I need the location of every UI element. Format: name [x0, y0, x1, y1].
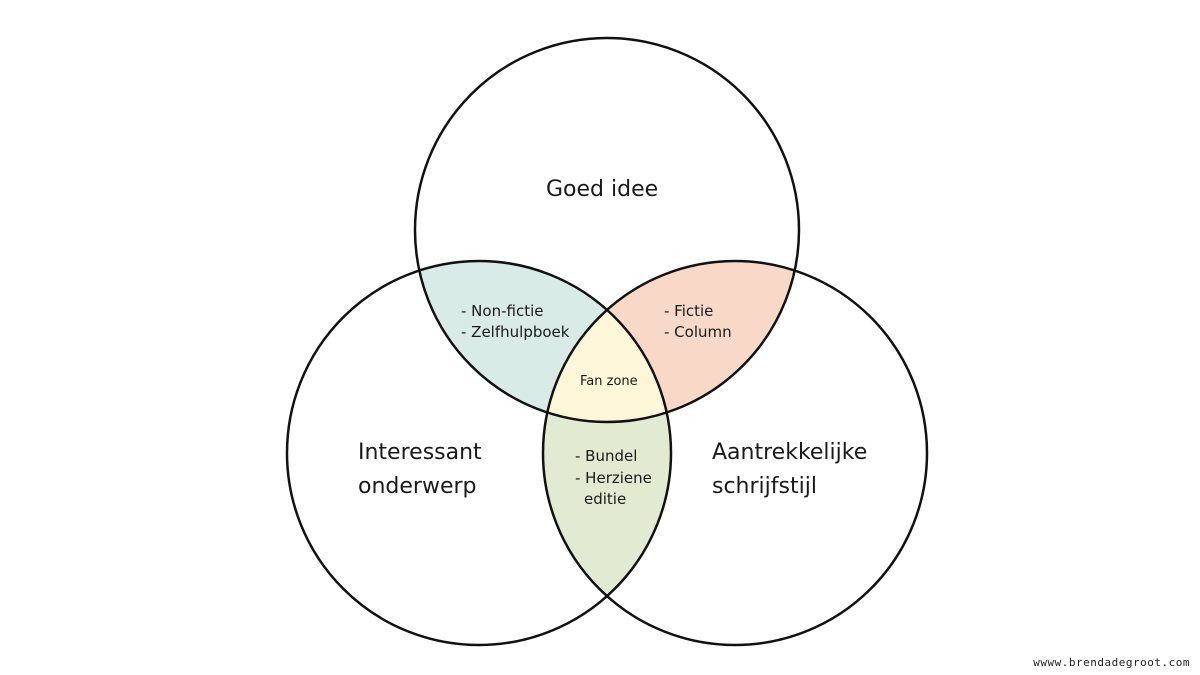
- overlap-top-left-line1: - Non-fictie: [461, 302, 543, 320]
- circle-right-label-line2: schrijfstijl: [712, 474, 817, 499]
- overlap-top-right-line1: - Fictie: [664, 302, 713, 320]
- circle-left: [285, 259, 673, 647]
- overlap-top-left-line2: - Zelfhulpboek: [461, 323, 570, 341]
- circle-top-label: Goed idee: [546, 177, 658, 202]
- website-credit: wwww.brendadegroot.com: [1033, 656, 1190, 669]
- overlap-left-right-line3: editie: [584, 490, 626, 508]
- circle-left-label-line1: Interessant: [358, 440, 482, 465]
- overlap-center-label: Fan zone: [580, 374, 638, 389]
- overlap-left-right-line2: - Herziene: [575, 469, 652, 487]
- circle-left-label-line2: onderwerp: [358, 474, 477, 499]
- overlap-center: [543, 261, 671, 422]
- circle-top: [413, 36, 801, 424]
- overlap-top-right-line2: - Column: [664, 323, 732, 341]
- circle-right-label-line1: Aantrekkelijke: [712, 440, 867, 465]
- overlap-left-right-line1: - Bundel: [575, 447, 637, 465]
- circle-right: [541, 259, 929, 647]
